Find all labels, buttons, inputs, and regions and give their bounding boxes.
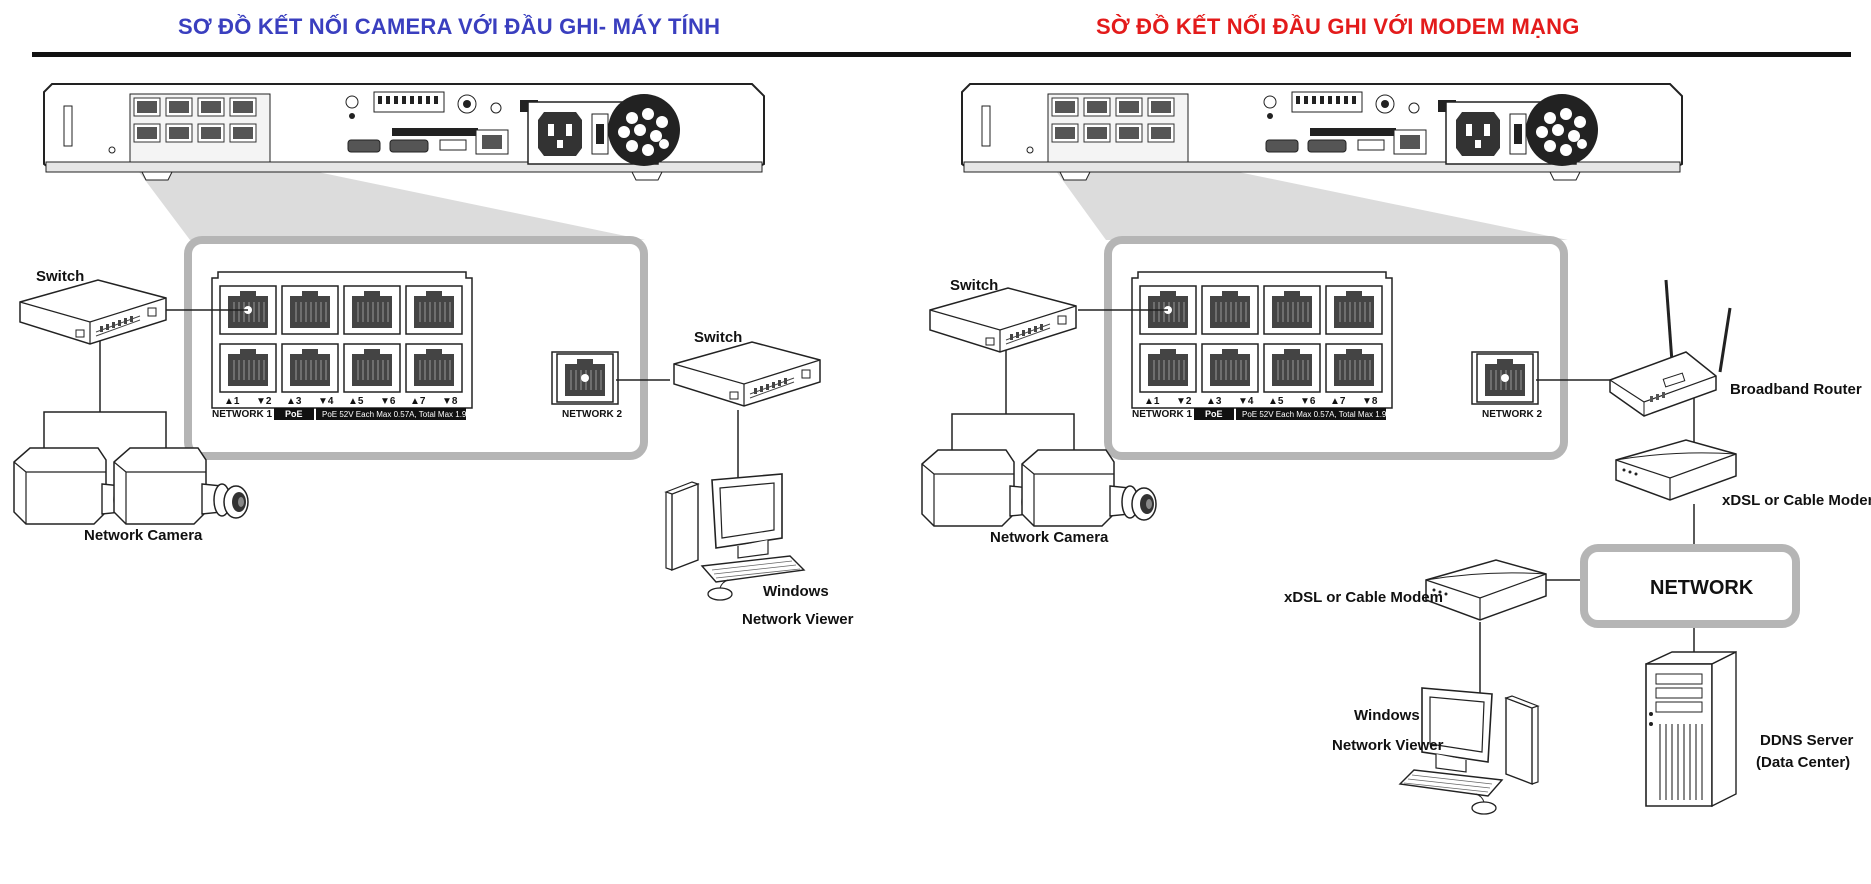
- svg-text:▲5: ▲5: [1268, 396, 1284, 407]
- svg-text:▲5: ▲5: [348, 396, 364, 407]
- top-modem-label: xDSL or Cable Modem: [1722, 492, 1871, 509]
- left-port-zoom: [188, 240, 644, 456]
- broadband-router: [1609, 279, 1732, 417]
- left-switch-right-label: Switch: [694, 329, 742, 346]
- left-windows-pc: [665, 473, 805, 601]
- svg-text:▼2: ▼2: [256, 396, 272, 407]
- left-zoom-cone: [130, 160, 645, 240]
- top-modem: [1615, 439, 1737, 501]
- svg-text:▲3: ▲3: [286, 396, 302, 407]
- left-nvr-rear-panel: [44, 84, 764, 180]
- svg-text:▲1: ▲1: [1144, 396, 1160, 407]
- right-switch: [929, 287, 1077, 353]
- svg-text:▼6: ▼6: [1300, 396, 1316, 407]
- left-right-switch: [673, 341, 821, 407]
- right-diagram: ▲1 ▼2 ▲3 ▼4 ▲5 ▼6 ▲7 ▼8 NETWORK 1 PoE Po…: [921, 84, 1871, 815]
- right-zoom-cone: [1048, 160, 1568, 240]
- left-diagram: ▲1 ▼2 ▲3 ▼4 ▲5 ▼6 ▲7 ▼8 NETWORK 1 PoE Po…: [13, 84, 854, 628]
- right-network1-label: NETWORK 1: [1132, 409, 1192, 420]
- network-cloud-box: [1580, 544, 1800, 628]
- right-poe-spec: PoE 52V Each Max 0.57A, Total Max 1.9A: [1242, 410, 1392, 419]
- left-port-labels: ▲1 ▼2 ▲3 ▼4 ▲5 ▼6 ▲7 ▼8: [224, 396, 458, 407]
- svg-text:▼8: ▼8: [1362, 396, 1378, 407]
- left-poe-spec: PoE 52V Each Max 0.57A, Total Max 1.9A: [322, 410, 472, 419]
- right-port-labels: ▲1 ▼2 ▲3 ▼4 ▲5 ▼6 ▲7 ▼8: [1144, 396, 1378, 407]
- right-poe-badge: PoE: [1205, 409, 1223, 419]
- network-box-label: NETWORK: [1650, 577, 1754, 599]
- left-cables: [43, 309, 739, 480]
- svg-text:▲1: ▲1: [224, 396, 240, 407]
- server-label-line2: (Data Center): [1756, 754, 1850, 771]
- right-diagram-title: SỜ ĐỒ KẾT NỐI ĐẦU GHI VỚI MODEM MẠNG: [1096, 14, 1580, 39]
- svg-text:▲7: ▲7: [410, 396, 426, 407]
- right-cables: [951, 309, 1695, 694]
- right-viewer-label-line2: Network Viewer: [1332, 737, 1444, 754]
- left-viewer-label-line1: Windows: [763, 583, 829, 600]
- bottom-modem-label: xDSL or Cable Modem: [1284, 589, 1443, 606]
- right-camera-label: Network Camera: [990, 529, 1109, 546]
- svg-text:▲3: ▲3: [1206, 396, 1222, 407]
- left-switch-top-label: Switch: [36, 268, 84, 285]
- right-nvr-rear-panel: [962, 84, 1682, 180]
- svg-text:▲7: ▲7: [1330, 396, 1346, 407]
- svg-text:▼4: ▼4: [318, 396, 334, 407]
- right-viewer-label-line1: Windows: [1354, 707, 1420, 724]
- bottom-modem: [1425, 559, 1547, 621]
- left-network2-label: NETWORK 2: [562, 409, 622, 420]
- left-camera-label: Network Camera: [84, 527, 203, 544]
- right-port-zoom: [1108, 240, 1564, 456]
- left-viewer-label-line2: Network Viewer: [742, 611, 854, 628]
- svg-text:▼8: ▼8: [442, 396, 458, 407]
- left-network1-label: NETWORK 1: [212, 409, 272, 420]
- left-top-switch: [19, 279, 167, 345]
- router-label: Broadband Router: [1730, 381, 1862, 398]
- title-divider: [32, 52, 1851, 57]
- server-label-line1: DDNS Server: [1760, 732, 1854, 749]
- right-network-camera-2: [1021, 449, 1157, 527]
- svg-text:▼2: ▼2: [1176, 396, 1192, 407]
- left-poe-badge: PoE: [285, 409, 303, 419]
- left-diagram-title: SƠ ĐỒ KẾT NỐI CAMERA VỚI ĐẦU GHI- MÁY TÍ…: [178, 14, 721, 39]
- right-switch-label: Switch: [950, 277, 998, 294]
- right-network2-label: NETWORK 2: [1482, 409, 1542, 420]
- ddns-server: [1645, 650, 1737, 808]
- svg-text:▼4: ▼4: [1238, 396, 1254, 407]
- svg-text:▼6: ▼6: [380, 396, 396, 407]
